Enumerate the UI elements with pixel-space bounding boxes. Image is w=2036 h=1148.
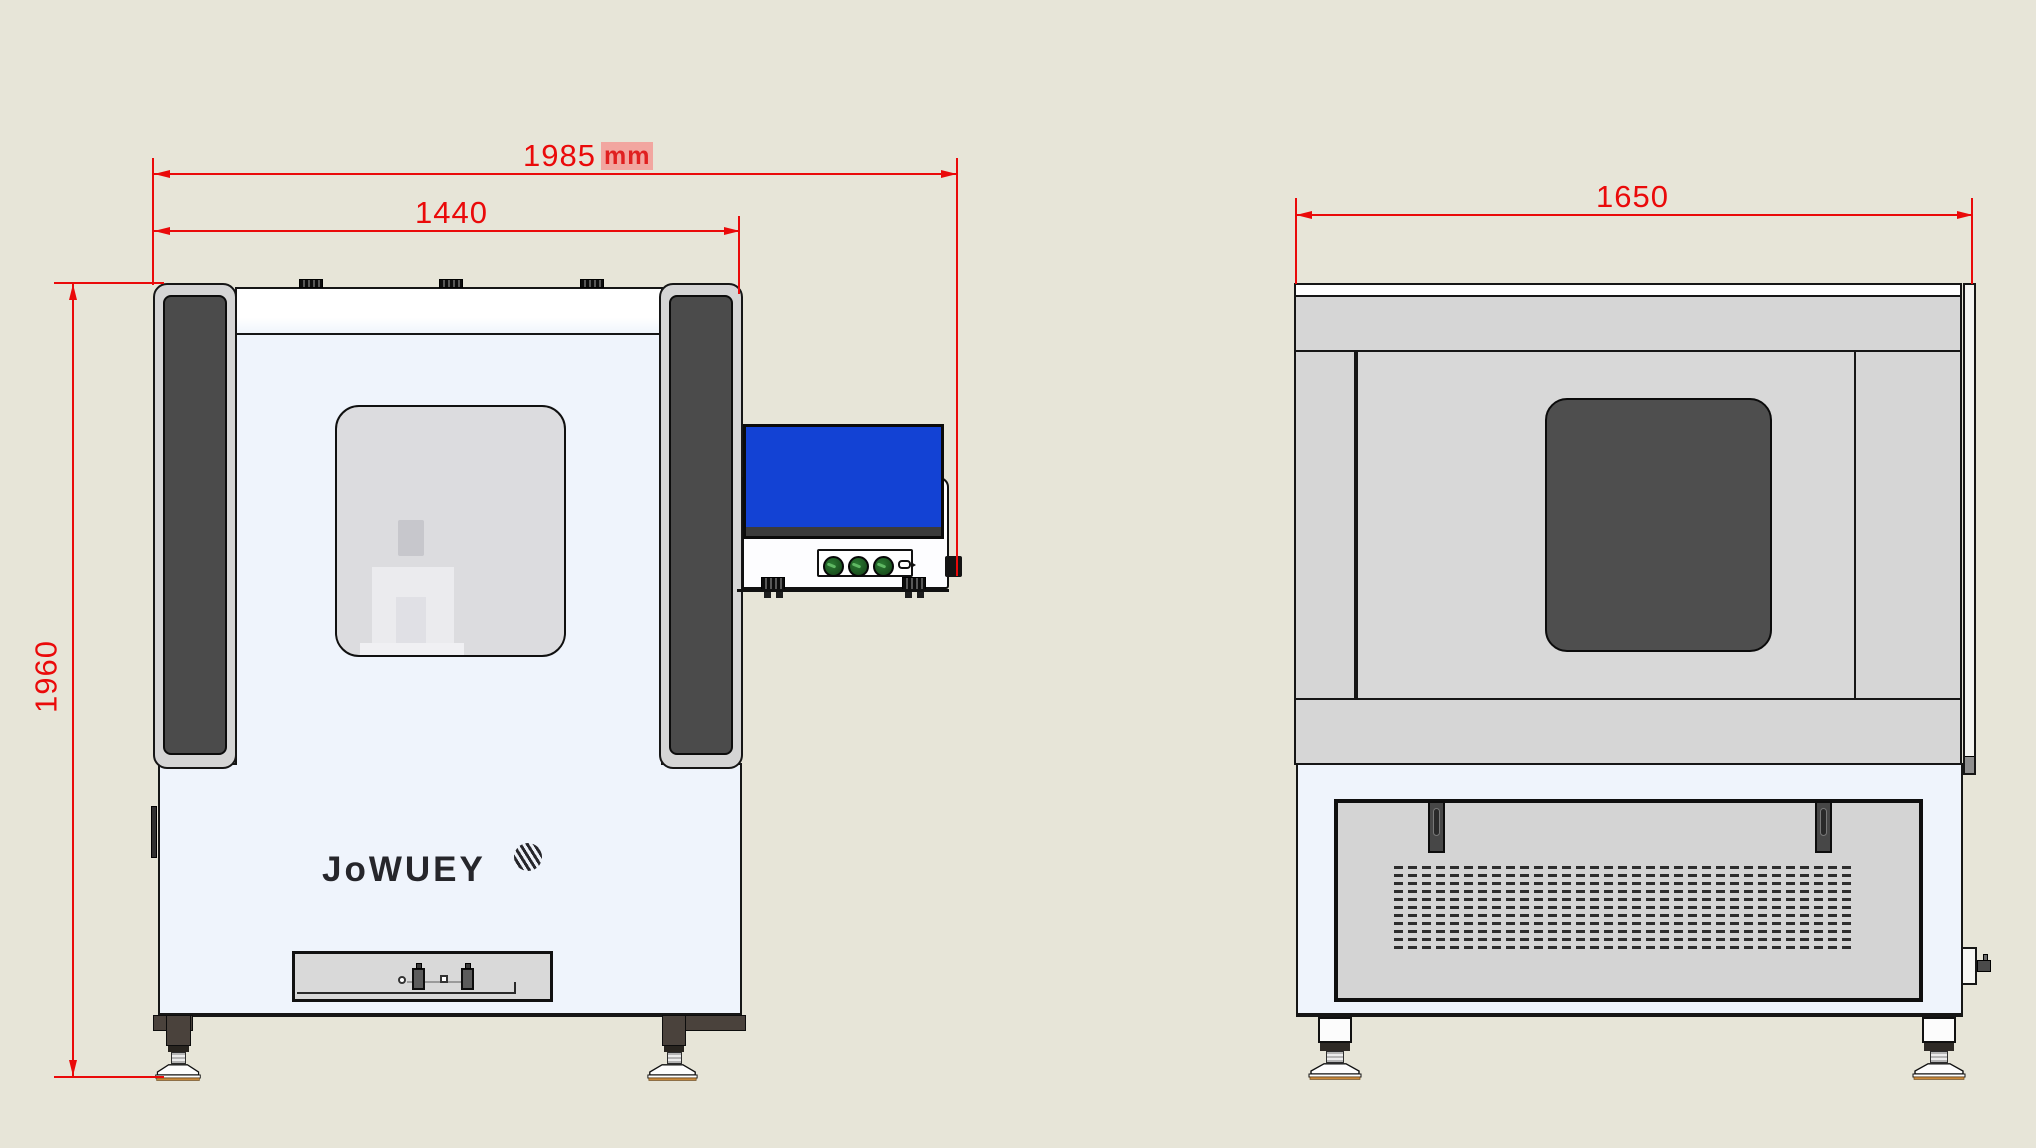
key-switch-tip bbox=[911, 562, 916, 568]
latch-pull bbox=[1433, 808, 1440, 836]
vent-grid bbox=[1394, 866, 1854, 950]
foot-bracket bbox=[1922, 1017, 1956, 1043]
door-hinge bbox=[151, 806, 157, 858]
foot-thread bbox=[171, 1052, 186, 1064]
green-control-knob bbox=[873, 556, 894, 577]
side-window bbox=[1545, 398, 1772, 652]
dim-overall-height-line bbox=[72, 284, 74, 1076]
extension-line bbox=[738, 216, 740, 294]
extension-line bbox=[1971, 198, 1973, 284]
dim-cabinet-width-label: 1440 bbox=[415, 195, 488, 230]
foot-collar bbox=[1320, 1043, 1350, 1051]
leveling-foot bbox=[154, 1064, 202, 1081]
foot-bracket bbox=[166, 1015, 191, 1046]
connector-cap bbox=[416, 963, 422, 969]
side-bottom-rail bbox=[1294, 698, 1962, 765]
foot-bracket bbox=[662, 1015, 686, 1046]
lid-clip bbox=[439, 279, 463, 288]
side-right-column bbox=[1854, 350, 1962, 700]
console-button-panel bbox=[817, 549, 916, 577]
dim-arrow-icon bbox=[1957, 211, 1973, 219]
air-connector bbox=[412, 963, 425, 990]
side-right-strip-block bbox=[1965, 756, 1974, 773]
small-port bbox=[440, 975, 448, 983]
right-pillar-panel bbox=[669, 295, 733, 755]
door-latch-slot bbox=[1815, 801, 1832, 853]
foot-thread bbox=[667, 1052, 682, 1064]
screen-bottom-bezel bbox=[746, 527, 941, 536]
front-top-strip bbox=[235, 287, 663, 335]
leveling-foot bbox=[646, 1064, 699, 1081]
foot-collar bbox=[1924, 1043, 1954, 1051]
brand-logo: JoWUEY bbox=[322, 850, 486, 889]
dim-arrow-icon bbox=[1296, 211, 1312, 219]
laser-head-silhouette bbox=[398, 520, 424, 556]
dim-overall-height-label: 1960 bbox=[28, 640, 64, 713]
air-connector bbox=[461, 963, 474, 990]
side-pipe-stub bbox=[1983, 954, 1988, 961]
dim-arrow-icon bbox=[154, 227, 170, 235]
laser-base-silhouette bbox=[360, 643, 464, 655]
foot-collar bbox=[168, 1046, 189, 1052]
utility-panel bbox=[292, 951, 553, 1002]
dim-arrow-icon bbox=[941, 170, 957, 178]
extension-line bbox=[54, 1076, 164, 1078]
side-upper-band bbox=[1294, 295, 1962, 352]
logo-globe-icon bbox=[514, 843, 542, 871]
door-latch-slot bbox=[1428, 801, 1445, 853]
dim-arrow-icon bbox=[724, 227, 740, 235]
knob-slot bbox=[876, 562, 887, 569]
lid-clip bbox=[580, 279, 604, 288]
console-shelf bbox=[737, 589, 949, 592]
indicator-dot bbox=[398, 976, 406, 984]
console-screen bbox=[743, 424, 944, 539]
console-foot-stub bbox=[905, 592, 912, 598]
panel-step-line-h bbox=[297, 992, 515, 994]
knob-slot bbox=[826, 562, 837, 569]
leveling-foot bbox=[1307, 1063, 1363, 1080]
dim-arrow-icon bbox=[69, 1060, 77, 1076]
dim-value: 1985 bbox=[523, 138, 596, 173]
connector-cap bbox=[465, 963, 471, 969]
key-switch-icon bbox=[898, 560, 911, 569]
leveling-foot bbox=[1911, 1063, 1967, 1080]
dim-overall-depth-label: 1650 bbox=[1596, 179, 1669, 214]
viewing-window bbox=[335, 405, 566, 657]
panel-step-line-v bbox=[514, 982, 516, 994]
latch-pull bbox=[1820, 808, 1827, 836]
dim-arrow-icon bbox=[154, 170, 170, 178]
side-left-column bbox=[1294, 350, 1356, 700]
green-control-knob bbox=[848, 556, 869, 577]
knob-slot bbox=[851, 562, 862, 569]
console-foot-stub bbox=[764, 592, 771, 598]
green-control-knob bbox=[823, 556, 844, 577]
extension-line bbox=[956, 158, 958, 576]
adjust-knob bbox=[945, 556, 962, 577]
side-access-tab bbox=[1961, 947, 1977, 985]
foot-thread bbox=[1326, 1051, 1344, 1063]
console-foot-stub bbox=[917, 592, 924, 598]
connector-line bbox=[407, 981, 469, 983]
foot-thread bbox=[1930, 1051, 1948, 1063]
dim-cabinet-width-line bbox=[154, 230, 740, 232]
foot-collar bbox=[664, 1046, 684, 1052]
vent-panel bbox=[1334, 799, 1923, 1002]
console-foot-stub bbox=[776, 592, 783, 598]
extension-line bbox=[152, 158, 154, 285]
dim-overall-width-line bbox=[154, 173, 957, 175]
lid-clip bbox=[299, 279, 323, 288]
side-pipe-fitting bbox=[1977, 960, 1991, 972]
side-right-strip bbox=[1963, 283, 1976, 775]
dim-unit: mm bbox=[600, 142, 654, 170]
foot-bracket bbox=[1318, 1017, 1352, 1043]
left-pillar-panel bbox=[163, 295, 227, 755]
extension-line bbox=[1295, 198, 1297, 284]
extension-line bbox=[54, 282, 164, 284]
dim-overall-depth-line bbox=[1296, 214, 1973, 216]
dim-arrow-icon bbox=[69, 284, 77, 300]
